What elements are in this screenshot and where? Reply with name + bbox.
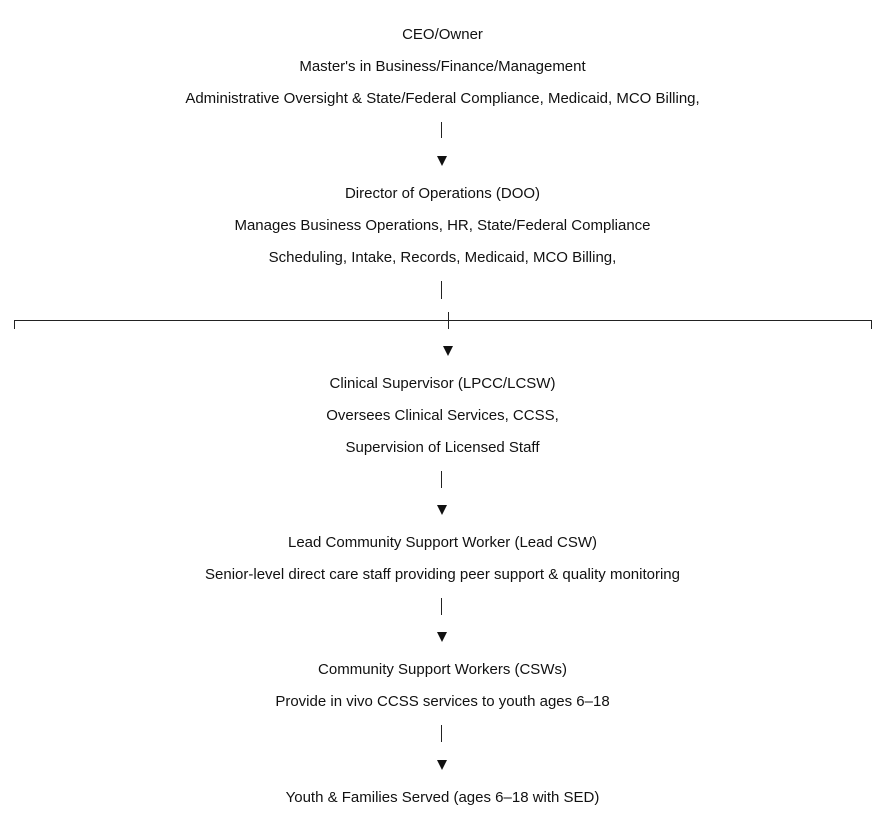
ceo-qualification: Master's in Business/Finance/Management [299,58,586,75]
arrow-down-icon [437,156,447,166]
csws-title: Community Support Workers (CSWs) [318,661,567,678]
arrow-down-icon [437,632,447,642]
connector-line-ceo-doo [441,122,443,138]
connector-line-csws-youth [441,725,443,742]
clinical-supervisor-responsibilities-2: Supervision of Licensed Staff [345,439,540,456]
arrow-down-icon [437,760,447,770]
branch-left-tick [14,320,16,329]
youth-families-title: Youth & Families Served (ages 6–18 with … [285,789,600,806]
connector-line-doo-branch [441,281,443,299]
doo-responsibilities-1: Manages Business Operations, HR, State/F… [234,217,651,234]
arrow-down-icon [437,505,447,515]
doo-title: Director of Operations (DOO) [344,185,541,202]
lead-csw-description: Senior-level direct care staff providing… [205,566,680,583]
csws-description: Provide in vivo CCSS services to youth a… [275,693,610,710]
ceo-title: CEO/Owner [402,26,483,43]
ceo-responsibilities: Administrative Oversight & State/Federal… [185,90,700,107]
branch-center-tick [448,312,450,329]
lead-csw-title: Lead Community Support Worker (Lead CSW) [287,534,597,551]
clinical-supervisor-title: Clinical Supervisor (LPCC/LCSW) [329,375,556,392]
arrow-down-icon [443,346,453,356]
branch-line [14,320,872,322]
clinical-supervisor-responsibilities-1: Oversees Clinical Services, CCSS, [326,407,559,424]
branch-right-tick [871,320,873,329]
connector-line-supervisor-lead [441,471,443,488]
connector-line-lead-csws [441,598,443,615]
doo-responsibilities-2: Scheduling, Intake, Records, Medicaid, M… [268,249,617,266]
